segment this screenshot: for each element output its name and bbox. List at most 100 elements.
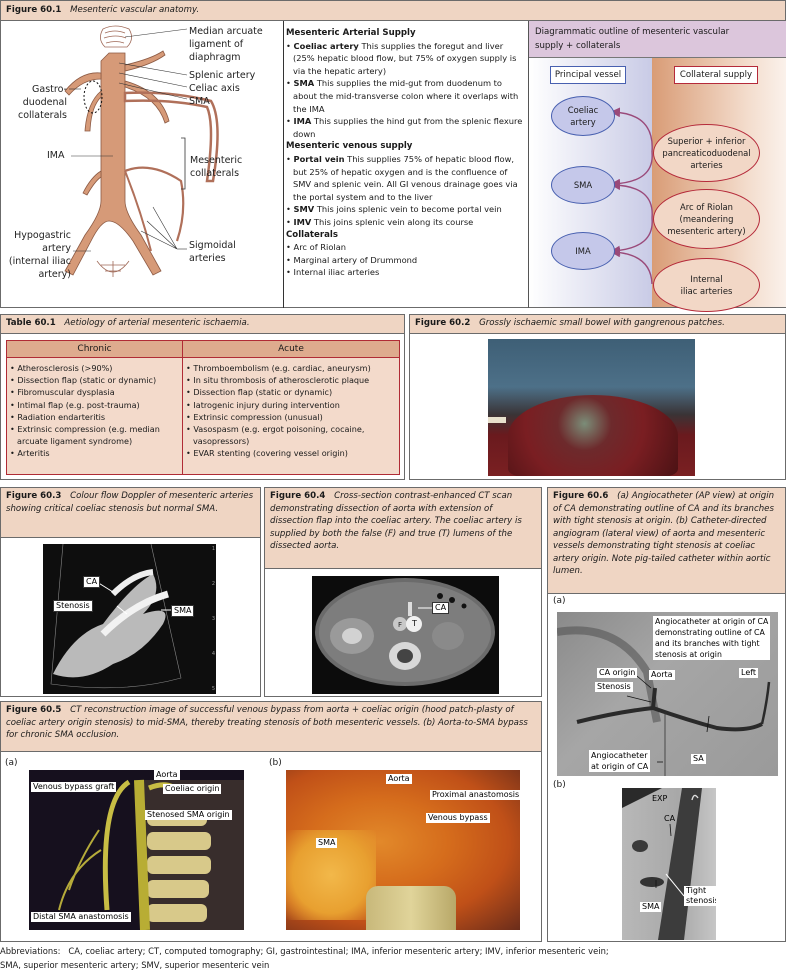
scale-tick: 4 (211, 651, 215, 657)
term: Coeliac artery (293, 40, 359, 51)
label-ima: IMA (47, 150, 65, 161)
collateral-item: • Arc of Riolan (286, 242, 347, 253)
collateral-label: (meandering (679, 214, 734, 224)
venous-item: • Portal vein This supplies 75% of hepat… (286, 153, 518, 202)
scale-tick: 3 (211, 616, 215, 622)
term-description: This supplies 75% of hepatic blood flow,… (293, 153, 518, 202)
ct-reconstruction-graphic (58, 779, 244, 930)
vessel-ima: IMA (551, 232, 615, 270)
figure-60-6: Figure 60.6 (a) Angiocatheter (AP view) … (547, 487, 786, 942)
table-60-1-caption: Table 60.1 Aetiology of arterial mesente… (1, 315, 404, 334)
figure-60-5-caption: Figure 60.5 CT reconstruction image of s… (1, 702, 541, 752)
panel-a-label: (a) (5, 758, 18, 768)
tag-sma: SMA (640, 902, 662, 912)
venous-item: • IMV This joins splenic vein along its … (286, 216, 474, 227)
diagram-title: Diagrammatic outline of mesenteric vascu… (529, 21, 786, 58)
label-line: Hypogastric (14, 230, 71, 241)
tag-angiocatheter-note: Angiocatheter at origin of CA demonstrat… (653, 616, 771, 660)
label-celiac-axis: Celiac axis (189, 83, 240, 94)
acute-cause: • Iatrogenic injury during intervention (186, 399, 340, 410)
acute-causes-list: • Thromboembolism (e.g. cardiac, aneurys… (186, 362, 398, 460)
panel-b-label: (b) (269, 758, 282, 768)
chronic-cause: • Extrinsic compression (e.g. median arc… (10, 424, 160, 447)
scale-tick: 1 (211, 546, 215, 552)
label-line: arteries (189, 253, 226, 264)
ischaemic-bowel-photo (488, 339, 695, 476)
principal-vessel-header: Principal vessel (550, 66, 626, 84)
collateral-label: pancreaticoduodenal (662, 148, 751, 158)
acute-cause: • In situ thrombosis of atherosclerotic … (186, 375, 370, 386)
scale-tick: 2 (211, 581, 215, 587)
label-mesenteric-collaterals: Mesenteric collaterals (190, 154, 242, 180)
surgical-photo: Aorta Proximal anastomosis Venous bypass… (286, 770, 520, 930)
label-sma: SMA (189, 96, 210, 107)
figure-60-1: Figure 60.1 Mesenteric vascular anatomy. (0, 0, 786, 312)
label-line: duodenal (22, 97, 67, 108)
drain-tube (488, 417, 506, 423)
figure-60-5: Figure 60.5 CT reconstruction image of s… (0, 701, 542, 942)
abbreviations-label: Abbreviations: (0, 946, 61, 956)
vessel-label: IMA (575, 246, 591, 256)
tag-aorta: Aorta (386, 774, 412, 784)
acute-cause: • Dissection flap (static or dynamic) (186, 387, 333, 398)
term: SMA (293, 78, 315, 89)
label-line: Gastro- (32, 84, 67, 95)
label-splenic-artery: Splenic artery (189, 70, 256, 81)
chronic-cause: • Intimal flap (e.g. post-trauma) (10, 399, 140, 410)
figure-title: (a) Angiocatheter (AP view) at origin of… (553, 491, 775, 576)
figure-60-3: Figure 60.3 Colour flow Doppler of mesen… (0, 487, 261, 697)
note-line: and its branches with tight (655, 639, 760, 648)
collateral-item: • Marginal artery of Drummond (286, 254, 418, 265)
table-60-1: Table 60.1 Aetiology of arterial mesente… (0, 314, 405, 480)
note-line: Angiocatheter at origin of CA (655, 617, 769, 626)
tag-angiocatheter: Angiocatheter at origin of CA (589, 750, 651, 772)
term: IMV (293, 216, 312, 227)
tag-sma: SMA (316, 838, 338, 848)
figure-label: Figure 60.3 (6, 491, 62, 501)
term: Portal vein (293, 153, 345, 164)
note-line: at origin of CA (591, 762, 649, 771)
term-description: This joins splenic vein to become portal… (314, 204, 502, 215)
collateral-label: arteries (690, 160, 723, 170)
tag-tight-stenosis: Tight stenosis (684, 886, 716, 906)
term: SMV (293, 204, 315, 215)
arterial-list: • Coeliac artery This supplies the foreg… (286, 40, 526, 141)
bowel-loops (508, 395, 678, 476)
note-line: Angiocatheter (591, 751, 648, 760)
label-line: Median arcuate (189, 26, 263, 37)
depth-scale: 1 2 3 4 5 (212, 546, 215, 692)
angiogram-lateral-view: EXP CA Tight stenosis SMA (622, 788, 716, 940)
figure-label: Figure 60.4 (270, 491, 326, 501)
tag-aorta: Aorta (154, 770, 180, 780)
tag-sma: SMA (171, 605, 195, 617)
label-line: artery (42, 243, 71, 254)
figure-title: Colour flow Doppler of mesenteric arteri… (6, 491, 254, 514)
term: IMA (293, 116, 312, 127)
column-header-chronic: Chronic (7, 341, 182, 358)
figure-title: Mesenteric vascular anatomy. (70, 5, 200, 15)
chronic-cause: • Fibromuscular dysplasia (10, 387, 115, 398)
figure-60-6-caption: Figure 60.6 (a) Angiocatheter (AP view) … (548, 488, 785, 594)
figure-60-4-caption: Figure 60.4 Cross-section contrast-enhan… (265, 488, 541, 569)
abbreviations-text: CA, coeliac artery; CT, computed tomogra… (68, 946, 609, 956)
label-line: (internal iliac (8, 256, 71, 267)
anatomy-illustration: Median arcuate ligament of diaphragm Spl… (1, 21, 284, 308)
figure-60-2-caption: Figure 60.2 Grossly ischaemic small bowe… (410, 315, 785, 334)
term-description: This supplies the hind gut from the sple… (293, 116, 523, 139)
doppler-graphic (50, 544, 182, 689)
tag-aorta: Aorta (649, 670, 675, 680)
tag-stenosis: Stenosis (53, 600, 93, 612)
angiogram-ap-view: Angiocatheter at origin of CA demonstrat… (557, 612, 778, 776)
diagram-arrows (610, 107, 653, 285)
label-line: collaterals (190, 168, 240, 179)
panel-b-label: (b) (553, 780, 566, 790)
angiogram-graphic (557, 626, 771, 776)
venous-list: • Portal vein This supplies 75% of hepat… (286, 153, 526, 229)
label-sigmoidal-arteries: Sigmoidal arteries (189, 239, 236, 265)
collateral-supply-header: Collateral supply (674, 66, 758, 84)
vessel-label: SMA (573, 180, 593, 190)
figure-title: CT reconstruction image of successful ve… (6, 705, 528, 740)
table-label: Table 60.1 (6, 318, 56, 328)
surgeon-fingers (366, 886, 456, 930)
collaterals-heading: Collaterals (286, 229, 338, 240)
